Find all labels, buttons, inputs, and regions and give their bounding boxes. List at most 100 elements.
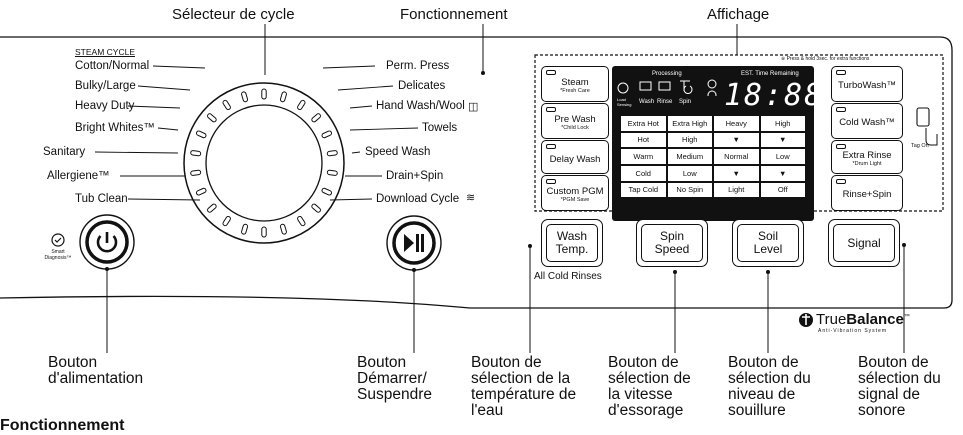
- grid-cell: High: [760, 116, 805, 131]
- spin-speed-button[interactable]: Spin Speed: [636, 219, 708, 267]
- dial-indicator-mark: [195, 130, 207, 139]
- delay-wash-button-label: Delay Wash: [549, 154, 601, 165]
- grid-cell: Hot: [621, 132, 666, 148]
- led-indicator: [546, 144, 556, 149]
- brand-tagline: Anti-Vibration System: [818, 328, 887, 334]
- grid-cell: Cold: [621, 166, 666, 181]
- wool-icon: ◫: [468, 101, 479, 113]
- custom-pgm-button[interactable]: Custom PGM *PGM Save: [541, 175, 609, 211]
- rinse-spin-button-label: Rinse+Spin: [842, 189, 892, 200]
- extra-rinse-button-sub: *Drum Light: [852, 161, 882, 167]
- grid-cell: Extra High: [667, 116, 712, 131]
- cycle-perm-press[interactable]: Perm. Press: [386, 60, 450, 72]
- dial-indicator-mark: [261, 88, 267, 100]
- rinse-spin-button[interactable]: Rinse+Spin: [831, 175, 903, 211]
- dial-indicator-mark: [190, 150, 202, 157]
- tag-on-icon: [916, 107, 930, 127]
- caption-spin-button: Bouton de sélection de la vitesse d'esso…: [608, 354, 691, 419]
- brand-name-a: True: [816, 311, 847, 328]
- dial-indicator-mark: [222, 99, 231, 111]
- display-label: Affichage: [707, 6, 770, 23]
- pre-wash-button[interactable]: Pre Wash *Child Lock: [541, 103, 609, 139]
- dial-indicator-mark: [311, 113, 321, 123]
- led-indicator: [836, 179, 846, 184]
- grid-cell: Warm: [621, 149, 666, 164]
- turbowash-button-label: TurboWash™: [838, 80, 896, 91]
- tag-on-label: Tag On: [911, 143, 929, 149]
- stage-wash: Wash: [639, 99, 655, 105]
- cycle-towels[interactable]: Towels: [422, 122, 458, 134]
- led-indicator: [546, 107, 556, 112]
- grid-cell: Low: [667, 166, 712, 181]
- grid-cell: Medium: [667, 149, 712, 164]
- cycle-bulky-large[interactable]: Bulky/Large: [75, 80, 136, 92]
- led-indicator: [836, 70, 846, 75]
- processing-label: Processing: [652, 71, 682, 77]
- signal-button-label: Signal: [847, 235, 881, 250]
- dial-indicator-mark: [195, 187, 207, 196]
- grid-cell: ▼: [714, 166, 759, 181]
- cycle-heavy-duty[interactable]: Heavy Duty: [75, 100, 135, 112]
- dial-indicator-mark: [311, 203, 321, 213]
- cycle-delicates[interactable]: Delicates: [398, 80, 446, 92]
- grid-cell: Normal: [714, 149, 759, 164]
- power-button[interactable]: [80, 215, 134, 269]
- wifi-icon: ≋: [466, 192, 476, 204]
- dial-indicator-mark: [279, 223, 287, 235]
- grid-cell: Low: [760, 149, 805, 164]
- led-indicator: [836, 107, 846, 112]
- steam-button[interactable]: Steam *Fresh Care: [541, 66, 609, 102]
- dial-indicator-mark: [326, 150, 338, 157]
- soil-level-button[interactable]: Soil Level: [732, 219, 804, 267]
- cycle-sanitary[interactable]: Sanitary: [43, 146, 86, 158]
- spin-speed-button-label: Spin Speed: [654, 229, 690, 256]
- cycle-drain-spin[interactable]: Drain+Spin: [386, 170, 444, 182]
- cycle-bright-whites[interactable]: Bright Whites™: [75, 122, 155, 134]
- cycle-hand-wash-wool[interactable]: Hand Wash/Wool: [376, 100, 465, 112]
- cycle-speed-wash[interactable]: Speed Wash: [365, 146, 431, 158]
- caption-power-button: Bouton d'alimentation: [48, 354, 144, 387]
- time-remaining-display: 18:88: [724, 78, 825, 113]
- grid-cell: High: [667, 132, 712, 148]
- dial-indicator-mark: [207, 203, 217, 213]
- power-icon: [96, 235, 118, 253]
- steam-cycle-heading: STEAM CYCLE: [75, 47, 135, 57]
- cold-wash-button-label: Cold Wash™: [839, 117, 895, 128]
- soil-level-button-label: Soil Level: [753, 229, 783, 256]
- wash-temp-button[interactable]: Wash Temp.: [541, 219, 603, 267]
- cycle-allergiene[interactable]: Allergiene™: [47, 170, 110, 182]
- start-pause-button[interactable]: [387, 216, 441, 270]
- grid-cell: Tap Cold: [621, 182, 666, 198]
- dial-indicator-mark: [297, 99, 306, 111]
- cycle-tub-clean[interactable]: Tub Clean: [75, 193, 128, 205]
- cycle-cotton-normal[interactable]: Cotton/Normal: [75, 60, 150, 72]
- extra-rinse-button[interactable]: Extra Rinse *Drum Light: [831, 140, 903, 174]
- pre-wash-button-label: Pre Wash: [554, 114, 596, 125]
- panel-bottom-edge: [0, 50, 953, 309]
- dial-indicators: [190, 88, 338, 238]
- dial-indicator-mark: [241, 91, 249, 103]
- dial-indicator-mark: [326, 169, 338, 176]
- led-indicator: [546, 70, 556, 75]
- grid-cell: Off: [760, 182, 805, 198]
- grid-cell: ▼: [760, 166, 805, 181]
- dial-inner-ring: [205, 104, 323, 222]
- extra-rinse-button-label: Extra Rinse: [842, 150, 892, 161]
- signal-button[interactable]: Signal: [828, 219, 900, 267]
- grid-cell: ▼: [714, 132, 759, 148]
- caption-start-pause: Bouton Démarrer/ Suspendre: [357, 354, 432, 403]
- delay-wash-button[interactable]: Delay Wash: [541, 140, 609, 174]
- section-heading: Fonctionnement: [0, 417, 125, 434]
- grid-cell: Light: [714, 182, 759, 198]
- stage-spin: Spin: [679, 99, 692, 105]
- play-pause-icon: [404, 234, 414, 252]
- dial-indicator-mark: [207, 113, 217, 123]
- cycle-download-cycle[interactable]: Download Cycle: [376, 193, 460, 205]
- dial-indicator-mark: [190, 169, 202, 176]
- truebalance-logo: TrueBalance™: [816, 311, 910, 328]
- led-indicator: [546, 179, 556, 184]
- cold-wash-button[interactable]: Cold Wash™: [831, 103, 903, 139]
- operation-label: Fonctionnement: [400, 6, 508, 23]
- led-indicator: [836, 144, 846, 149]
- turbowash-button[interactable]: TurboWash™: [831, 66, 903, 102]
